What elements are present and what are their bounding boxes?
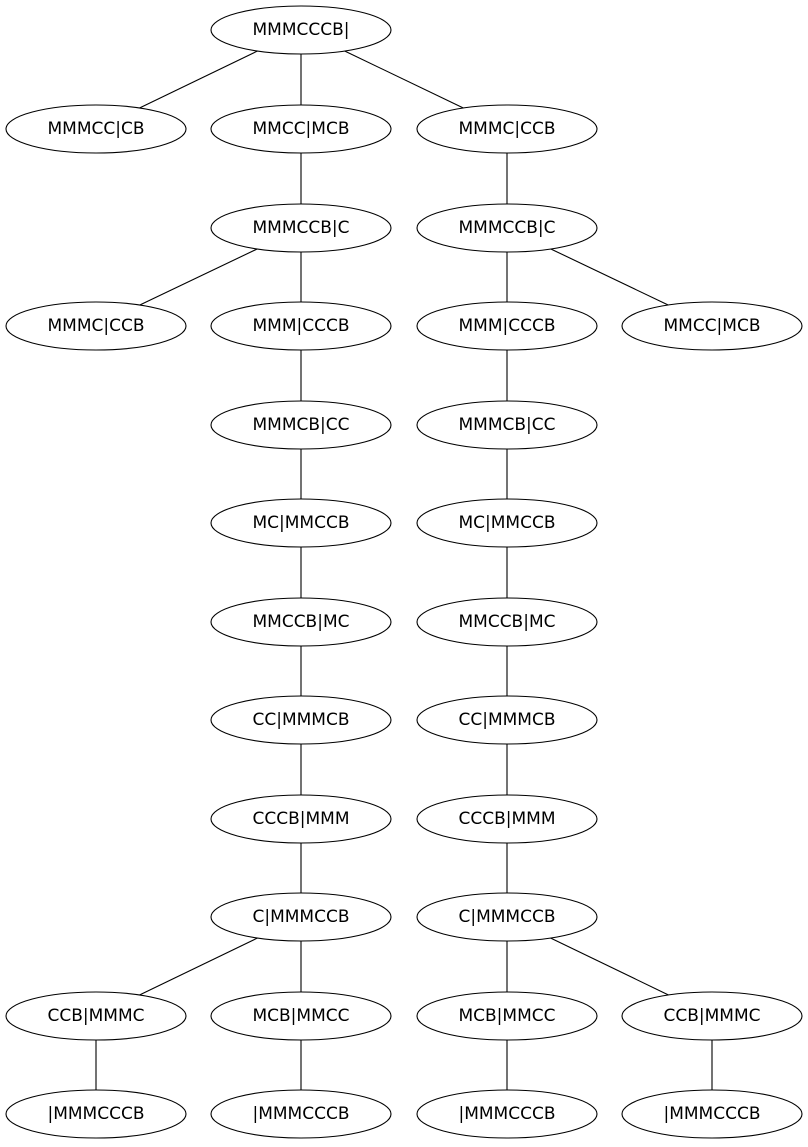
state-node: CC|MMMCB [210, 695, 392, 745]
state-node-label: MMM|CCCB [458, 316, 555, 336]
state-node-ellipse [416, 301, 598, 351]
state-node: MMCC|MCB [621, 301, 803, 351]
state-node: MMCCB|MC [210, 597, 392, 647]
state-node-ellipse [5, 301, 187, 351]
state-node: |MMMCCCB [210, 1089, 392, 1139]
state-node: MMCC|MCB [210, 104, 392, 154]
state-node-ellipse [416, 597, 598, 647]
state-node-label: C|MMMCCB [458, 907, 555, 927]
state-node-ellipse [621, 991, 803, 1041]
state-node-ellipse [210, 991, 392, 1041]
state-node-label: MMMCCB|C [458, 218, 555, 238]
state-node-label: CCCB|MMM [458, 809, 555, 829]
state-node-label: |MMMCCCB [252, 1104, 349, 1124]
state-node-label: MMM|CCCB [252, 316, 349, 336]
state-node: |MMMCCCB [416, 1089, 598, 1139]
state-node-ellipse [416, 104, 598, 154]
state-node-ellipse [210, 498, 392, 548]
state-node-ellipse [5, 991, 187, 1041]
edge-n0-n3 [344, 50, 464, 109]
node-layer: MMMCCCB| MMMCC|CB MMCC|MCB MMMC|CCB MMMCCB|C… [5, 5, 803, 1139]
state-node: MMMC|CCB [416, 104, 598, 154]
edge-layer [95, 50, 713, 1090]
state-node-label: MCB|MMCC [458, 1006, 555, 1026]
state-node: MCB|MMCC [210, 991, 392, 1041]
state-node: MC|MMCCB [210, 498, 392, 548]
edge-n4-n6 [139, 248, 258, 306]
edge-n0-n1 [139, 50, 258, 109]
state-node: CCCB|MMM [416, 794, 598, 844]
state-node-ellipse [210, 203, 392, 253]
state-node: MMMCB|CC [210, 400, 392, 450]
state-node: |MMMCCCB [621, 1089, 803, 1139]
state-node: |MMMCCCB [5, 1089, 187, 1139]
edge-n5-n9 [550, 248, 669, 306]
state-node: MMCCB|MC [416, 597, 598, 647]
state-node-ellipse [210, 5, 392, 55]
state-node-ellipse [416, 892, 598, 942]
state-node-label: MMMCB|CC [458, 415, 555, 435]
state-node-label: MMCC|MCB [252, 119, 349, 139]
state-node-ellipse [210, 794, 392, 844]
state-node-ellipse [210, 1089, 392, 1139]
state-node: CCB|MMMC [621, 991, 803, 1041]
state-node-label: MMMCC|CB [47, 119, 144, 139]
state-node-label: CCCB|MMM [252, 809, 349, 829]
state-node-ellipse [5, 1089, 187, 1139]
state-node-label: MMMCCB|C [252, 218, 349, 238]
state-node-ellipse [416, 203, 598, 253]
state-node-label: MMMCCCB| [252, 20, 349, 40]
state-node-ellipse [210, 892, 392, 942]
state-node-label: MMMCB|CC [252, 415, 349, 435]
state-node-label: MMMC|CCB [458, 119, 555, 139]
state-node-label: MC|MMCCB [458, 513, 555, 533]
state-node: MMMCCB|C [416, 203, 598, 253]
state-node-label: |MMMCCCB [458, 1104, 555, 1124]
state-node-ellipse [416, 695, 598, 745]
state-node-ellipse [416, 1089, 598, 1139]
state-node: MCB|MMCC [416, 991, 598, 1041]
state-node: C|MMMCCB [210, 892, 392, 942]
state-node-ellipse [210, 400, 392, 450]
state-node-label: MC|MMCCB [252, 513, 349, 533]
state-node-label: MMCC|MCB [663, 316, 760, 336]
state-node-label: |MMMCCCB [47, 1104, 144, 1124]
state-node: MMMC|CCB [5, 301, 187, 351]
state-node: CCB|MMMC [5, 991, 187, 1041]
state-node-label: MMCCB|MC [252, 612, 349, 632]
state-node: MMMCC|CB [5, 104, 187, 154]
state-node-label: CCB|MMMC [47, 1006, 144, 1026]
state-node-ellipse [210, 695, 392, 745]
edge-n21-n25 [550, 937, 669, 996]
state-node-label: CC|MMMCB [458, 710, 555, 730]
state-node-label: CC|MMMCB [252, 710, 349, 730]
state-node-ellipse [210, 301, 392, 351]
state-node-ellipse [621, 1089, 803, 1139]
state-node-label: CCB|MMMC [663, 1006, 760, 1026]
state-node-ellipse [416, 498, 598, 548]
state-node-ellipse [5, 104, 187, 154]
state-node-ellipse [416, 794, 598, 844]
state-node-label: |MMMCCCB [663, 1104, 760, 1124]
edge-n20-n22 [139, 937, 258, 996]
state-node-label: C|MMMCCB [252, 907, 349, 927]
state-node-ellipse [210, 104, 392, 154]
state-node: MC|MMCCB [416, 498, 598, 548]
state-node-ellipse [416, 400, 598, 450]
state-node: CCCB|MMM [210, 794, 392, 844]
state-node: MMM|CCCB [416, 301, 598, 351]
state-node: MMMCB|CC [416, 400, 598, 450]
state-node: MMMCCB|C [210, 203, 392, 253]
state-node-ellipse [416, 991, 598, 1041]
state-node: C|MMMCCB [416, 892, 598, 942]
state-node: MMMCCCB| [210, 5, 392, 55]
state-node-label: MMMC|CCB [47, 316, 144, 336]
state-node-ellipse [210, 597, 392, 647]
state-node: CC|MMMCB [416, 695, 598, 745]
state-node-label: MMCCB|MC [458, 612, 555, 632]
state-node-label: MCB|MMCC [252, 1006, 349, 1026]
state-node-ellipse [621, 301, 803, 351]
state-node: MMM|CCCB [210, 301, 392, 351]
